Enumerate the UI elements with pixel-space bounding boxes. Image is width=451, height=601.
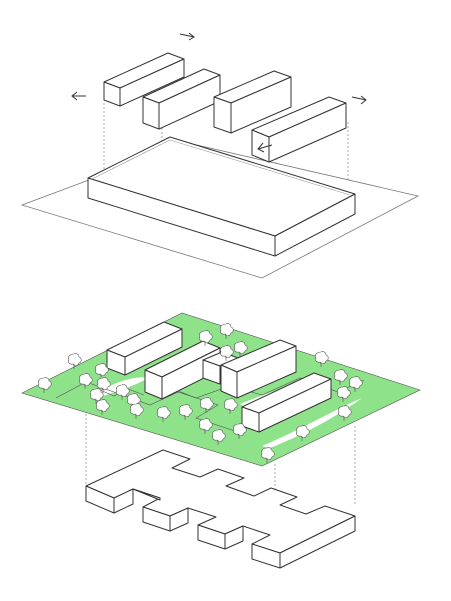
arrow-icon	[179, 32, 195, 41]
building-1	[106, 321, 183, 376]
bar-volume-3	[213, 70, 292, 134]
arrow-icon	[71, 91, 86, 101]
arrow-icon	[257, 142, 273, 153]
arrow-icon	[351, 95, 367, 105]
bar-volumes	[103, 52, 347, 163]
building-4	[220, 339, 297, 399]
movement-arrows	[71, 32, 367, 153]
bar-volume-2	[142, 68, 221, 130]
underground-base	[85, 449, 356, 569]
bar-volume-1	[103, 52, 185, 107]
podium-block	[87, 136, 356, 257]
building-5	[241, 372, 332, 433]
bar-volume-4	[251, 96, 347, 163]
